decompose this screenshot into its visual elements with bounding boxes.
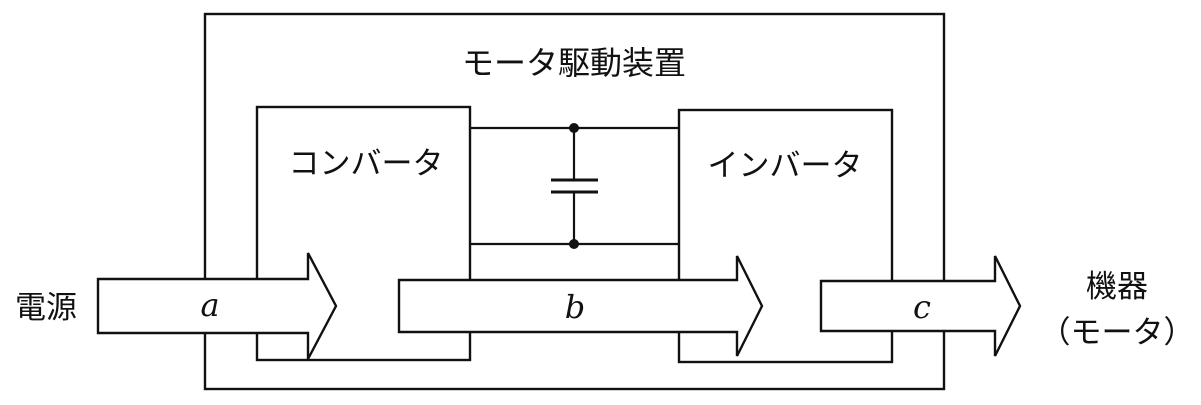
- arrow-b-label: b: [565, 288, 585, 326]
- arrow-c-label: c: [913, 288, 931, 326]
- arrow-a-label: a: [200, 286, 219, 324]
- motor-drive-unit-box: [203, 12, 946, 391]
- inverter-label: インバータ: [708, 148, 863, 184]
- device-label: 機器: [1086, 269, 1148, 305]
- arrow-b: [397, 255, 764, 357]
- arrow-a: [96, 252, 338, 360]
- converter-box: [255, 105, 472, 362]
- dc-link-capacitor: [470, 123, 679, 249]
- device-motor-label: （モータ）: [1040, 315, 1195, 351]
- capacitor-bottom-junction: [569, 239, 579, 249]
- converter-label: コンバータ: [289, 146, 444, 182]
- arrow-c: [819, 255, 1022, 357]
- motor-drive-unit-title: モータ駆動装置: [462, 44, 686, 82]
- inverter-box: [677, 108, 894, 364]
- power-source-label: 電源: [15, 290, 77, 326]
- capacitor-top-junction: [569, 123, 579, 133]
